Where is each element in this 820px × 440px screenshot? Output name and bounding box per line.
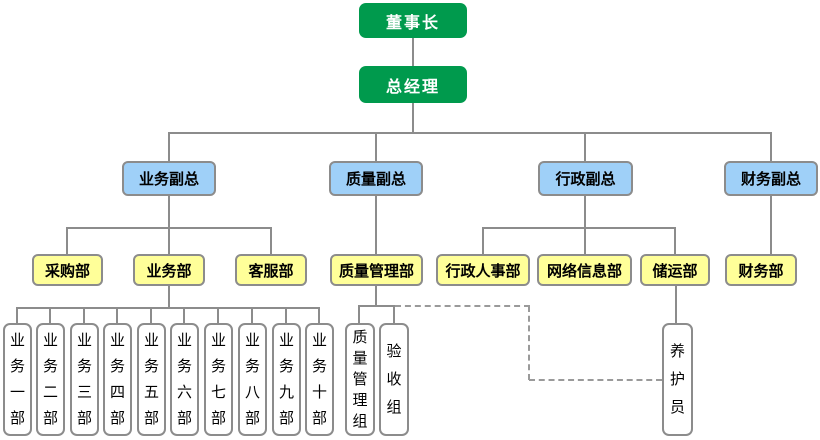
unit-label: 养护员 (669, 342, 685, 416)
node-chairman: 董事长 (359, 3, 467, 38)
node-general-manager: 总经理 (359, 66, 467, 103)
node-dept-purchasing: 采购部 (32, 254, 103, 286)
unit-label: 业务五部 (143, 331, 159, 427)
unit-label: 业务一部 (9, 331, 25, 427)
node-unit-maintenance: 养护员 (662, 323, 693, 436)
connector-drop-quality-group (358, 305, 360, 323)
connector-drop-vp-business (168, 132, 170, 161)
node-unit-quality-group: 质量管理组 (345, 323, 375, 436)
connector-drop-biz9 (285, 307, 287, 323)
connector-drop-biz10 (318, 307, 320, 323)
unit-label: 业务八部 (244, 331, 260, 427)
node-unit-biz6: 业务六部 (170, 323, 199, 436)
connector-drop-biz4 (116, 307, 118, 323)
connector-gm-riser (412, 103, 414, 132)
node-vp-admin: 行政副总 (538, 161, 633, 196)
connector-admin-bus (482, 227, 676, 229)
connector-drop-purchasing (66, 227, 68, 254)
node-unit-biz7: 业务七部 (204, 323, 233, 436)
connector-bizunits-bus (16, 307, 320, 309)
connector-bizunits-riser (168, 286, 170, 308)
dashed-connector-v (528, 306, 530, 380)
node-unit-biz9: 业务九部 (272, 323, 301, 436)
node-dept-business: 业务部 (133, 254, 205, 286)
unit-label: 业务十部 (311, 331, 327, 427)
node-vp-finance: 财务副总 (724, 161, 818, 196)
connector-admin-riser (584, 196, 586, 227)
node-unit-biz8: 业务八部 (238, 323, 267, 436)
unit-label: 业务二部 (42, 331, 58, 427)
node-dept-network-info: 网络信息部 (537, 254, 632, 286)
connector-drop-biz5 (150, 307, 152, 323)
node-unit-biz2: 业务二部 (36, 323, 65, 436)
connector-finance-riser (770, 196, 772, 254)
connector-business-riser (168, 196, 170, 227)
node-dept-admin-hr: 行政人事部 (436, 254, 530, 286)
connector-drop-storage (674, 227, 676, 254)
unit-label: 业务六部 (176, 331, 192, 427)
connector-drop-network-info (584, 227, 586, 254)
connector-quality-riser (375, 196, 377, 254)
connector-drop-biz7 (217, 307, 219, 323)
connector-drop-biz8 (251, 307, 253, 323)
connector-drop-biz2 (49, 307, 51, 323)
node-dept-customer-service: 客服部 (235, 254, 307, 286)
node-dept-quality-mgmt: 质量管理部 (330, 254, 423, 286)
connector-drop-customer-service (270, 227, 272, 254)
connector-drop-biz6 (183, 307, 185, 323)
connector-drop-vp-quality (375, 132, 377, 161)
connector-vp-bus (168, 132, 772, 134)
connector-drop-business-dept (168, 227, 170, 254)
node-vp-business: 业务副总 (122, 161, 216, 196)
node-unit-biz5: 业务五部 (137, 323, 166, 436)
node-unit-biz3: 业务三部 (70, 323, 99, 436)
unit-label: 质量管理组 (352, 329, 368, 430)
dashed-connector-h2 (529, 379, 662, 381)
connector-drop-biz3 (83, 307, 85, 323)
connector-storage-maintenance (675, 286, 677, 323)
connector-drop-admin-hr (482, 227, 484, 254)
connector-drop-vp-finance (770, 132, 772, 161)
node-vp-quality: 质量副总 (329, 161, 423, 196)
node-unit-biz4: 业务四部 (103, 323, 132, 436)
node-dept-finance: 财务部 (725, 254, 797, 286)
unit-label: 业务七部 (210, 331, 226, 427)
connector-chairman-gm (412, 38, 414, 66)
connector-drop-acceptance-group (393, 305, 395, 323)
node-unit-biz1: 业务一部 (3, 323, 32, 436)
connector-qualitygroups-bus (358, 305, 395, 307)
unit-label: 验收组 (386, 342, 402, 416)
node-dept-storage: 储运部 (640, 254, 710, 286)
connector-qualitygroups-riser (375, 286, 377, 306)
connector-drop-biz1 (16, 307, 18, 323)
dashed-connector-h1 (395, 305, 530, 307)
unit-label: 业务三部 (76, 331, 92, 427)
unit-label: 业务四部 (109, 331, 125, 427)
node-unit-biz10: 业务十部 (305, 323, 334, 436)
connector-drop-vp-admin (584, 132, 586, 161)
unit-label: 业务九部 (278, 331, 294, 427)
node-unit-acceptance-group: 验收组 (379, 323, 409, 436)
